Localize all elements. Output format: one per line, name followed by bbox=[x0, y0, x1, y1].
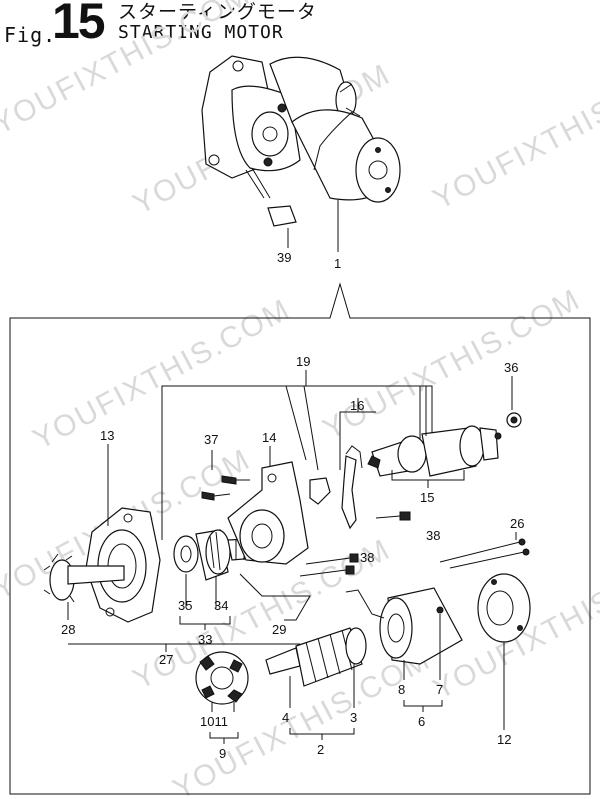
callout-9: 9 bbox=[219, 746, 226, 761]
callout-14: 14 bbox=[262, 430, 276, 445]
callout-28: 28 bbox=[61, 622, 75, 637]
callout-8: 8 bbox=[398, 682, 405, 697]
callout-38-upper: 38 bbox=[426, 528, 440, 543]
part-16-lever bbox=[341, 445, 363, 530]
part-37-screw bbox=[201, 475, 250, 501]
watermark-text: YOUFIXTHIS.COM bbox=[318, 283, 586, 447]
part-15-solenoid bbox=[367, 386, 502, 477]
callout-27: 27 bbox=[159, 652, 173, 667]
part-2-armature bbox=[265, 627, 367, 687]
part-34-overrunning-clutch bbox=[195, 529, 231, 581]
callout-7: 7 bbox=[436, 682, 443, 697]
callout-16: 16 bbox=[350, 398, 364, 413]
callout-19: 19 bbox=[296, 354, 310, 369]
callout-35: 35 bbox=[178, 598, 192, 613]
callout-33: 33 bbox=[198, 632, 212, 647]
callout-1: 1 bbox=[334, 256, 341, 271]
figure-header: Fig. 15 スターティングモータ STARTING MOTOR bbox=[0, 0, 600, 50]
part-39-bolt bbox=[245, 167, 297, 227]
callout-34: 34 bbox=[214, 598, 228, 613]
callout-37: 37 bbox=[204, 432, 218, 447]
watermark-text: YOUFIXTHIS.COM bbox=[428, 53, 600, 217]
callout-3: 3 bbox=[350, 710, 357, 725]
part-36-nut bbox=[506, 412, 522, 428]
callout-2: 2 bbox=[317, 742, 324, 757]
part-19-shift-fork bbox=[309, 477, 331, 505]
part-6-yoke-assembly bbox=[345, 587, 463, 665]
figure-number: 15 bbox=[52, 0, 106, 49]
part-28-pinion bbox=[43, 553, 125, 603]
exploded-view-frame bbox=[9, 282, 591, 795]
part-38-through-bolt bbox=[299, 511, 411, 577]
callout-10-11: 1011 bbox=[200, 714, 228, 729]
callout-29: 29 bbox=[272, 622, 286, 637]
part-35-clutch-ring bbox=[173, 535, 199, 573]
callout-38-lower: 38 bbox=[360, 550, 374, 565]
callout-15: 15 bbox=[420, 490, 434, 505]
callout-39: 39 bbox=[277, 250, 291, 265]
part-26-through-bolts bbox=[439, 538, 530, 569]
figure-title-english: STARTING MOTOR bbox=[118, 22, 284, 43]
callout-12: 12 bbox=[497, 732, 511, 747]
starter-assembly bbox=[201, 55, 401, 203]
callout-13: 13 bbox=[100, 428, 114, 443]
figure-label: Fig. bbox=[4, 23, 57, 47]
part-9-brush-holder bbox=[195, 651, 249, 705]
part-14-center-housing bbox=[227, 461, 309, 565]
callout-4: 4 bbox=[282, 710, 289, 725]
callout-26: 26 bbox=[510, 516, 524, 531]
callout-6: 6 bbox=[418, 714, 425, 729]
figure-title-japanese: スターティングモータ bbox=[118, 1, 317, 23]
part-12-rear-cover bbox=[477, 573, 531, 643]
callout-36: 36 bbox=[504, 360, 518, 375]
